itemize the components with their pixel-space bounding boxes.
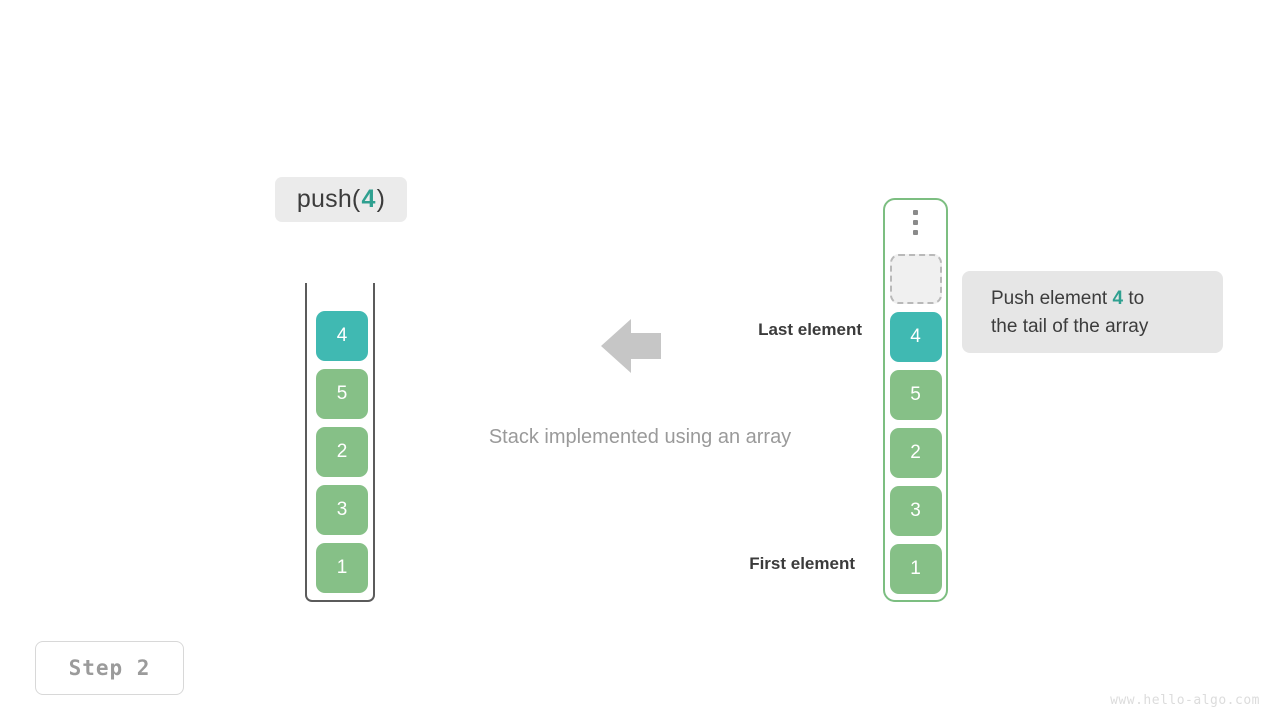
stack-cell: 3 bbox=[316, 485, 368, 535]
array-cell: 4 bbox=[889, 312, 942, 362]
array-cell: 3 bbox=[889, 486, 942, 536]
callout-line1-suffix: to bbox=[1123, 288, 1145, 309]
operation-value: 4 bbox=[361, 185, 376, 213]
arrow-left-icon bbox=[601, 318, 661, 374]
vertical-ellipsis-icon bbox=[885, 210, 946, 235]
callout-line2: the tail of the array bbox=[991, 316, 1149, 337]
callout-box: Push element 4 to the tail of the array bbox=[962, 271, 1223, 353]
stack-container: 1 3 2 5 4 bbox=[305, 283, 375, 602]
stack-cell: 2 bbox=[316, 427, 368, 477]
diagram-caption: Stack implemented using an array bbox=[488, 426, 792, 448]
stack-cell: 1 bbox=[316, 543, 368, 593]
label-last-element: Last element bbox=[758, 320, 862, 339]
callout-line1-accent: 4 bbox=[1112, 288, 1124, 309]
stack-cell: 5 bbox=[316, 369, 368, 419]
array-cell bbox=[889, 254, 942, 304]
array-cell: 5 bbox=[889, 370, 942, 420]
label-first-element: First element bbox=[749, 554, 855, 573]
stack-cell-list: 1 3 2 5 4 bbox=[307, 311, 377, 593]
step-badge-label: Step 2 bbox=[68, 656, 151, 680]
array-container: 1 3 2 5 4 bbox=[883, 198, 948, 602]
footer-url: www.hello-algo.com bbox=[1110, 693, 1260, 708]
stack-cell: 4 bbox=[316, 311, 368, 361]
array-cell: 1 bbox=[889, 544, 942, 594]
step-badge: Step 2 bbox=[35, 641, 184, 695]
operation-chip: push(4) bbox=[275, 177, 407, 222]
array-cell-list: 1 3 2 5 4 bbox=[885, 254, 946, 594]
callout-line1-prefix: Push element bbox=[991, 288, 1113, 309]
operation-prefix: push( bbox=[296, 185, 361, 213]
array-cell: 2 bbox=[889, 428, 942, 478]
operation-suffix: ) bbox=[376, 185, 386, 213]
